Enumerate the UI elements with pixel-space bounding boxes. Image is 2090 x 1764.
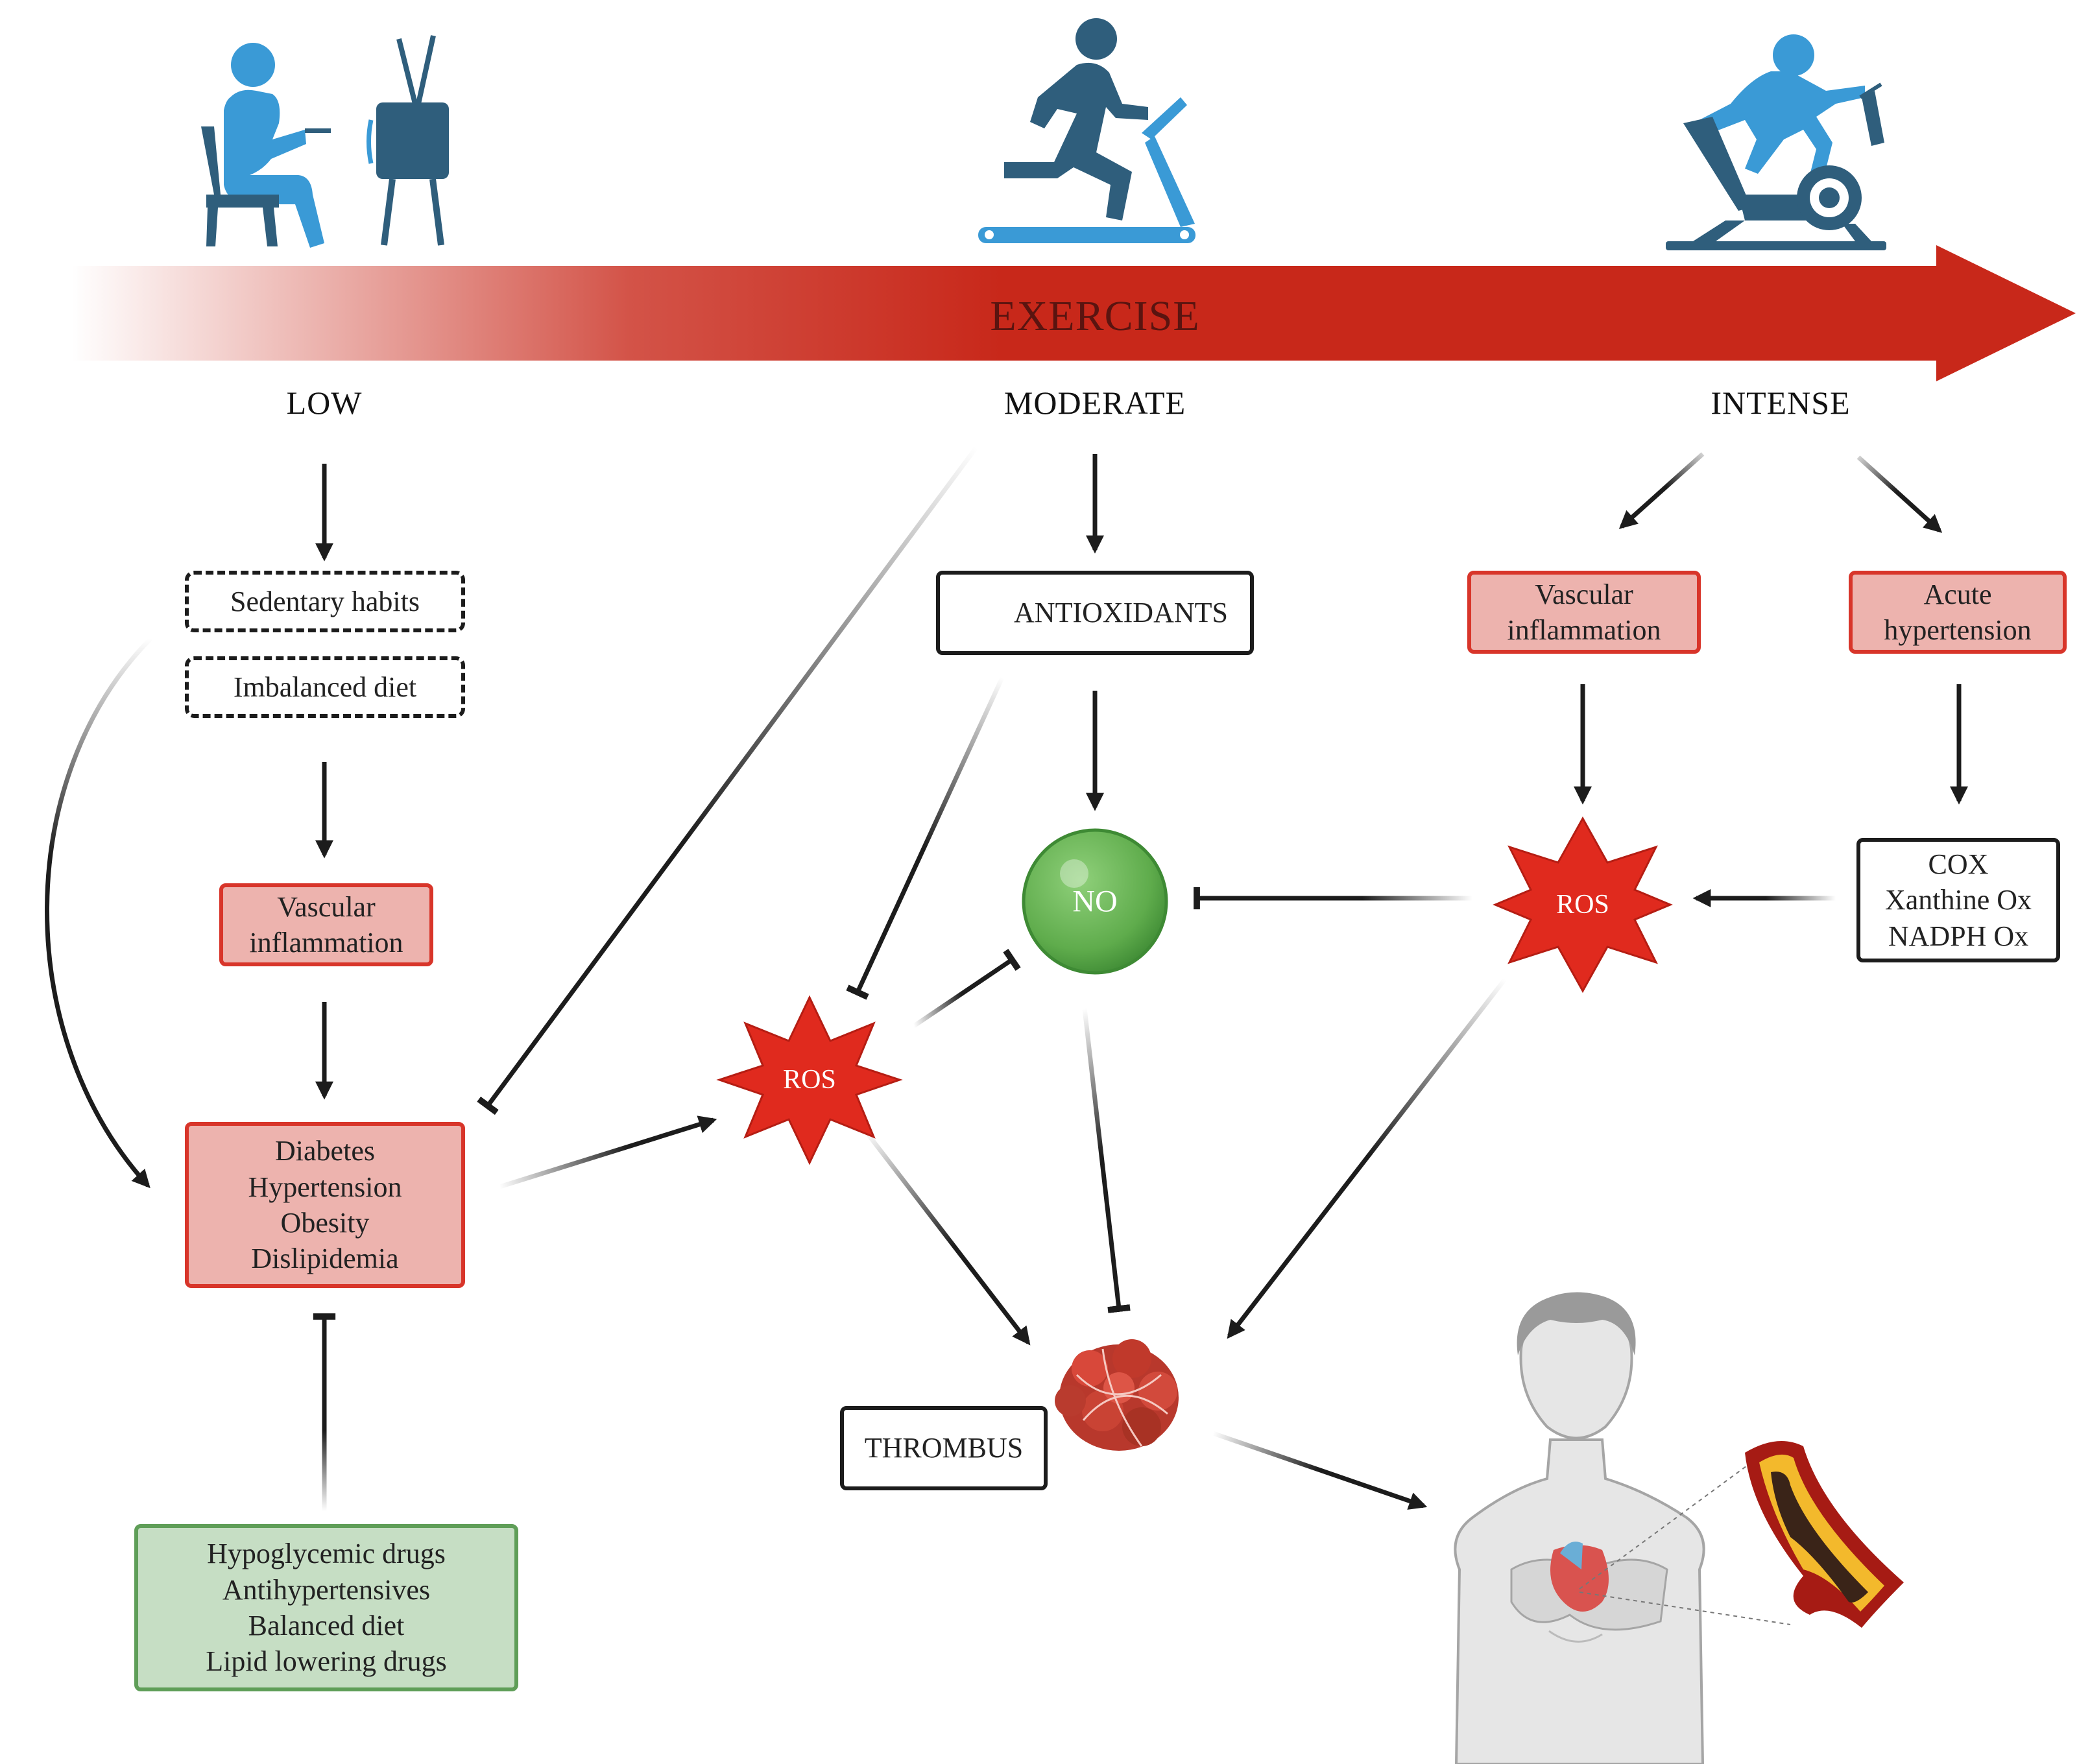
vascular-intense-line-2: inflammation bbox=[1507, 614, 1661, 646]
acute-hypertension-box: Acute hypertension bbox=[1849, 571, 2067, 654]
inhibit-antioxidants-ros bbox=[846, 676, 1005, 1000]
treatments-box: Hypoglycemic drugs Antihypertensives Bal… bbox=[134, 1524, 518, 1691]
treatment-antihypertensives: Antihypertensives bbox=[222, 1573, 431, 1606]
level-intense: INTENSE bbox=[1711, 385, 1851, 421]
thrombus-icon bbox=[1055, 1339, 1179, 1451]
treadmill-runner-icon bbox=[978, 18, 1195, 243]
level-low: LOW bbox=[286, 385, 363, 421]
source-xanthine-ox: Xanthine Ox bbox=[1884, 884, 2032, 916]
imbalanced-diet-text: Imbalanced diet bbox=[233, 671, 417, 703]
nitric-oxide-circle bbox=[1022, 828, 1168, 975]
vascular-inflammation-intense-box: Vascular inflammation bbox=[1467, 571, 1701, 654]
arrow-habits-to-diseases-curve bbox=[45, 637, 152, 1189]
inhibit-ros-no bbox=[907, 949, 1021, 1032]
arrow-ros-intense-to-thrombus bbox=[1227, 977, 1507, 1339]
level-moderate: MODERATE bbox=[1003, 385, 1186, 421]
inhibit-no-thrombus bbox=[1082, 1008, 1131, 1313]
ros-label-intense: ROS bbox=[1556, 890, 1609, 920]
source-nadph-ox: NADPH Ox bbox=[1888, 920, 2029, 952]
ros-star-intense bbox=[1493, 816, 1673, 994]
imbalanced-diet-box: Imbalanced diet bbox=[185, 656, 465, 718]
disease-hypertension: Hypertension bbox=[248, 1171, 402, 1203]
vascular-line-2: inflammation bbox=[249, 927, 403, 959]
arrow-intense-to-vascular bbox=[1618, 452, 1705, 529]
arrow-intense-to-acute bbox=[1856, 455, 1943, 533]
exercise-label: EXERCISE bbox=[990, 292, 1200, 340]
antioxidants-text: ANTIOXIDANTS bbox=[1014, 597, 1228, 629]
ros-sources-box: COX Xanthine Ox NADPH Ox bbox=[1856, 838, 2060, 962]
sedentary-habits-box: Sedentary habits bbox=[185, 571, 465, 632]
treatment-lipid-lowering: Lipid lowering drugs bbox=[206, 1645, 447, 1678]
ros-label-moderate: ROS bbox=[783, 1065, 836, 1095]
inhibit-moderate-diseases bbox=[477, 446, 978, 1115]
treatment-hypoglycemic: Hypoglycemic drugs bbox=[207, 1538, 446, 1570]
arrow-thrombus-to-patient bbox=[1212, 1431, 1428, 1510]
artery-plaque-icon bbox=[1745, 1441, 1904, 1628]
metabolic-diseases-box: Diabetes Hypertension Obesity Dislipidem… bbox=[185, 1122, 465, 1288]
sitting-person-icon bbox=[201, 43, 331, 248]
exercise-bike-icon bbox=[1666, 34, 1886, 250]
human-chest-heart-icon bbox=[1454, 1292, 1791, 1764]
disease-diabetes: Diabetes bbox=[275, 1135, 375, 1167]
disease-obesity: Obesity bbox=[280, 1207, 370, 1239]
ros-star-moderate bbox=[716, 995, 903, 1165]
vascular-intense-line-1: Vascular bbox=[1535, 578, 1633, 610]
disease-dislipidemia: Dislipidemia bbox=[251, 1243, 399, 1275]
arrow-diseases-to-ros bbox=[498, 1115, 717, 1189]
acute-line-2: hypertension bbox=[1884, 614, 2032, 646]
arrow-ros-to-thrombus bbox=[864, 1130, 1031, 1346]
antioxidants-box: ANTIOXIDANTS bbox=[936, 571, 1254, 655]
nitric-oxide-label: NO bbox=[1072, 884, 1118, 919]
acute-line-1: Acute bbox=[1923, 578, 1992, 610]
treatment-balanced-diet: Balanced diet bbox=[248, 1610, 405, 1641]
vascular-inflammation-low-box: Vascular inflammation bbox=[219, 883, 433, 966]
television-icon bbox=[366, 35, 449, 246]
sedentary-habits-text: Sedentary habits bbox=[230, 585, 420, 617]
vascular-line-1: Vascular bbox=[277, 890, 376, 923]
source-cox: COX bbox=[1928, 848, 1989, 880]
thrombus-text: THROMBUS bbox=[864, 1432, 1024, 1464]
exercise-big-arrow bbox=[71, 245, 2076, 381]
thrombus-box: THROMBUS bbox=[840, 1406, 1048, 1490]
